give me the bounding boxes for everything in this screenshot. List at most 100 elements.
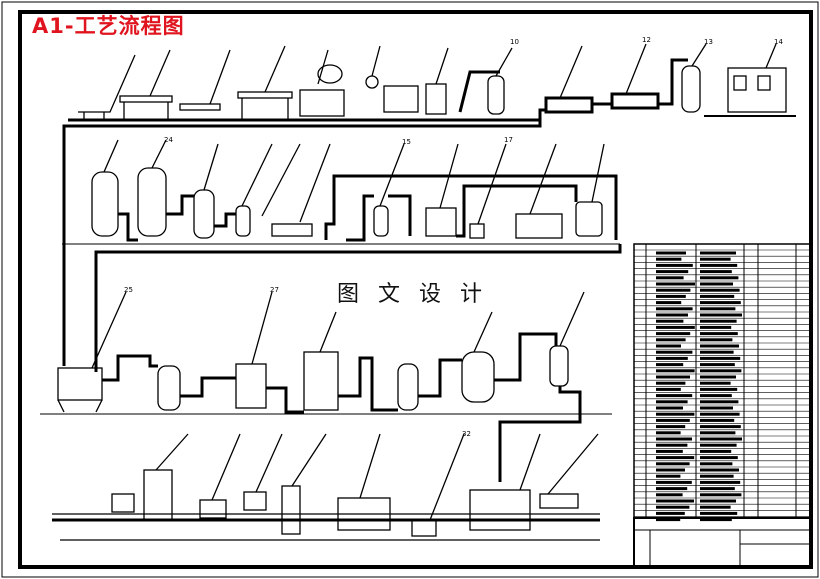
parts-list-cell-text — [700, 251, 736, 255]
parts-list-cell-text — [700, 425, 741, 429]
row4-equipment — [52, 433, 600, 541]
parts-list-cell-text — [656, 518, 681, 522]
parts-list-cell-text — [656, 418, 690, 422]
callout-17: 17 — [504, 136, 513, 144]
parts-list-cell-text — [700, 257, 731, 261]
parts-list-cell-text — [656, 270, 689, 274]
parts-list-cell-text — [656, 468, 685, 472]
parts-list-cell-text — [656, 480, 692, 484]
parts-list-cell-text — [700, 468, 739, 472]
parts-list-cell-text — [656, 356, 688, 360]
callout-25: 25 — [124, 286, 133, 294]
row1-equipment — [68, 43, 796, 122]
parts-list-cell-text — [656, 288, 691, 292]
pipe-row3-to-row4 — [498, 386, 582, 482]
parts-list-cell-text — [700, 462, 733, 466]
pipe-row2-to-row3 — [94, 244, 622, 372]
parts-list-cell-text — [700, 505, 731, 509]
parts-list-cell-text — [700, 363, 735, 367]
parts-list-cell-text — [656, 412, 695, 416]
parts-list-cell-text — [700, 307, 736, 311]
parts-list-cell-text — [656, 344, 681, 348]
parts-list-cell-text — [700, 418, 735, 422]
parts-list-cell-text — [656, 307, 693, 311]
parts-list-cell-text — [700, 518, 732, 522]
parts-list-cell-text — [700, 332, 738, 336]
parts-list-cell-text — [656, 363, 684, 367]
callout-24: 24 — [164, 136, 173, 144]
parts-list-cell-text — [700, 282, 733, 286]
parts-list-cell-text — [656, 400, 688, 404]
callout-15: 15 — [402, 138, 411, 146]
row2-equipment — [62, 139, 620, 245]
parts-list-cell-text — [700, 381, 731, 385]
parts-list-cell-text — [656, 332, 691, 336]
parts-list-cell-text — [656, 456, 695, 460]
parts-list-cell-text — [700, 493, 742, 497]
parts-list-cell-text — [656, 449, 683, 453]
parts-list-cell-text — [700, 406, 733, 410]
parts-list-cell-text — [700, 487, 735, 491]
sheet-inner-border — [18, 10, 813, 569]
parts-list-cell-text — [700, 499, 736, 503]
parts-list-cell-text — [700, 350, 734, 354]
parts-list-cell-text — [700, 456, 738, 460]
parts-list-cell-text — [700, 288, 740, 292]
parts-list-cell-text — [700, 301, 741, 305]
parts-list-cell-text — [700, 338, 733, 342]
callout-27: 27 — [270, 286, 279, 294]
parts-list-cell-text — [656, 257, 682, 261]
parts-list-cell-text — [656, 387, 681, 391]
parts-list-cell-text — [656, 487, 688, 491]
parts-list-cell-text — [656, 474, 681, 478]
parts-list-cell-text — [700, 394, 732, 398]
pipe-row1-to-row2 — [62, 120, 542, 242]
callout-14: 14 — [774, 38, 783, 46]
parts-list-cell-text — [700, 443, 737, 447]
watermark-label: 图 文 设 计 — [337, 282, 488, 307]
parts-list-cell-text — [656, 375, 690, 379]
parts-list-cell-text — [700, 480, 741, 484]
parts-list-cell-text — [656, 381, 686, 385]
callout-13: 13 — [704, 38, 713, 46]
parts-list-cell-text — [656, 425, 686, 429]
parts-list-cell-text — [656, 325, 695, 329]
parts-list-cell-text — [656, 505, 690, 509]
parts-list-cell-text — [700, 313, 742, 317]
parts-list-cell-text — [700, 270, 732, 274]
parts-list-cell-text — [656, 282, 695, 286]
parts-list-cell-text — [700, 319, 737, 323]
parts-list-cell-text — [656, 251, 686, 255]
parts-list-cell-text — [656, 462, 690, 466]
callout-12: 12 — [642, 36, 651, 44]
parts-list-cell-text — [700, 449, 732, 453]
parts-list-cell-text — [656, 443, 688, 447]
parts-list-cell-text — [656, 394, 693, 398]
parts-list-cell-text — [656, 338, 686, 342]
row3-equipment — [40, 291, 612, 415]
parts-list-cell-text — [700, 356, 741, 360]
parts-list-cell-text — [700, 263, 738, 267]
parts-list-cell-text — [656, 406, 683, 410]
parts-list-cell-text — [656, 313, 688, 317]
parts-list-cell-text — [700, 431, 736, 435]
title-block — [633, 517, 811, 567]
parts-list-cell-text — [700, 474, 734, 478]
parts-list-cell-text — [656, 369, 695, 373]
parts-list-cell-text — [656, 431, 681, 435]
parts-list-cell-text — [656, 263, 693, 267]
parts-list-cell-text — [656, 511, 685, 515]
parts-list-cell-text — [700, 325, 732, 329]
parts-list-cell-text — [656, 294, 686, 298]
parts-list-cell-text — [700, 437, 742, 441]
drawing-title: A1-工艺流程图 — [32, 14, 185, 38]
parts-list-cell-text — [700, 344, 739, 348]
parts-list-rows — [634, 249, 810, 522]
parts-list-cell-text — [700, 276, 739, 280]
parts-list-cell-text — [700, 369, 742, 373]
parts-list-cell-text — [700, 387, 738, 391]
parts-list-cell-text — [656, 276, 684, 280]
parts-list-cell-text — [656, 493, 683, 497]
